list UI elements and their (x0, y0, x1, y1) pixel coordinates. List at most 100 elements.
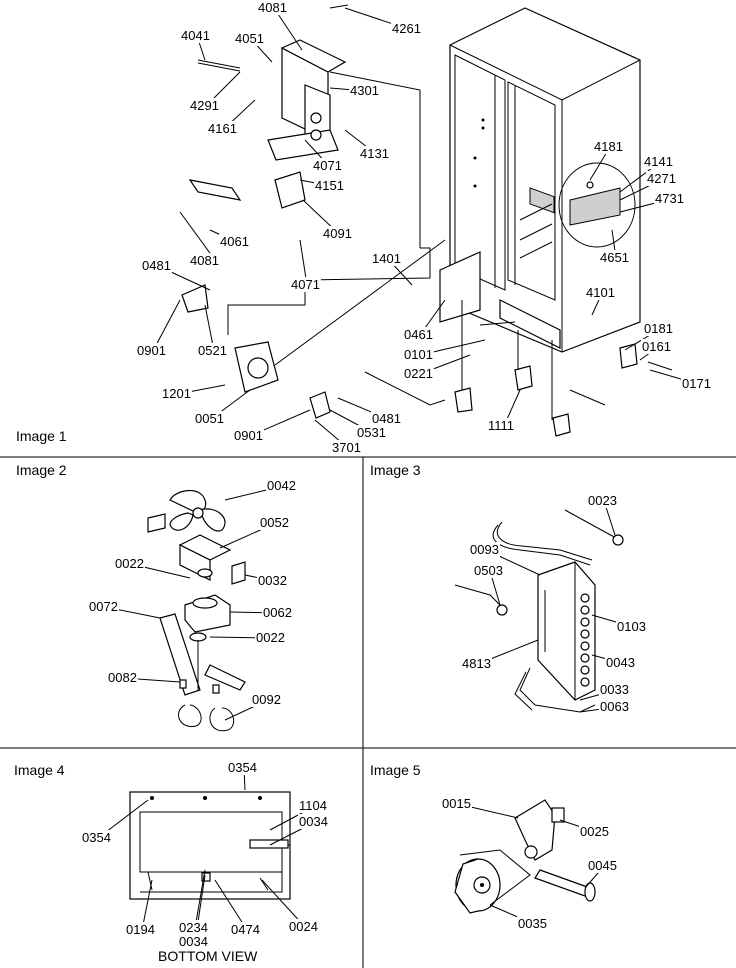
leader-line (141, 879, 153, 931)
label-halo (290, 277, 321, 292)
callout-label: 1401 (372, 251, 401, 266)
label-halo (643, 154, 674, 169)
callout-label: 4051 (235, 31, 264, 46)
callout-label: 0051 (195, 411, 224, 426)
callout-label: 1104 (299, 798, 327, 813)
callout-label: 0234 (179, 920, 208, 935)
callout-label: 4271 (647, 171, 676, 186)
label-halo (616, 619, 647, 634)
fan-shroud-clip (147, 513, 166, 533)
label-halo (257, 0, 288, 15)
label-halo (114, 556, 145, 571)
callout-label: 0034 (179, 934, 208, 949)
label-halo (227, 760, 258, 775)
callout-label: 4081 (190, 253, 219, 268)
label-halo (262, 605, 293, 620)
label-halo (599, 682, 630, 697)
label-halo (259, 515, 290, 530)
bottom-view-caption: BOTTOM VIEW (158, 948, 258, 964)
label-halo (587, 493, 618, 508)
callout-label: 0181 (644, 321, 673, 336)
callout-label: 4101 (586, 285, 615, 300)
label-halo (469, 542, 500, 557)
label-halo (314, 178, 345, 193)
callout-label: 4071 (291, 277, 320, 292)
label-halo (641, 339, 672, 354)
callout-label: 0022 (115, 556, 144, 571)
callout-label: 4071 (313, 158, 342, 173)
callout-label: 3701 (332, 440, 361, 455)
label-halo (161, 386, 192, 401)
roller-bracket (514, 799, 565, 861)
label-halo (88, 599, 119, 614)
axle-pin (534, 869, 596, 902)
label-halo (298, 814, 329, 829)
callout-label: 0093 (470, 542, 499, 557)
callout-label: 0503 (474, 563, 503, 578)
label-halo (81, 830, 112, 845)
label-halo (391, 21, 422, 36)
callout-label: 0092 (252, 692, 281, 707)
label-halo (585, 285, 616, 300)
leader-line (194, 869, 206, 929)
label-halo (257, 573, 288, 588)
callout-label: 0521 (198, 343, 227, 358)
callout-label: 0901 (234, 428, 263, 443)
callout-label: 0024 (289, 919, 318, 934)
callout-label: 0161 (642, 339, 671, 354)
label-halo (356, 425, 387, 440)
callout-label: 0045 (588, 858, 617, 873)
label-halo (517, 916, 548, 931)
label-halo (178, 920, 209, 935)
cabinet-bottom-view (129, 791, 291, 900)
label-halo (359, 146, 390, 161)
callout-label: 0531 (357, 425, 386, 440)
roller-guide (459, 849, 531, 906)
refrigerator-cabinet (439, 7, 641, 420)
label-halo (312, 158, 343, 173)
defrost-heater-wire (454, 509, 624, 616)
callout-label: 1111 (488, 418, 514, 433)
callout-label: 0461 (404, 327, 433, 342)
panel-image-3: Image 3 (370, 462, 624, 713)
label-halo (180, 28, 211, 43)
callout-label: 0354 (82, 830, 111, 845)
label-halo (654, 191, 685, 206)
callout-label: 0034 (299, 814, 328, 829)
callout-label: 0901 (137, 343, 166, 358)
fan-blade (169, 490, 226, 532)
panel-title: Image 5 (370, 762, 421, 778)
callout-label: 4181 (594, 139, 623, 154)
label-halo (178, 934, 209, 949)
label-halo (251, 692, 282, 707)
label-halo (233, 428, 264, 443)
label-halo (349, 83, 380, 98)
callout-label: 4813 (462, 656, 491, 671)
panel-image-1: Image 1 (16, 4, 673, 444)
label-halo (266, 478, 297, 493)
callout-label: 4041 (181, 28, 210, 43)
label-halo (681, 376, 712, 391)
label-halo (331, 440, 362, 455)
label-halo (473, 563, 504, 578)
label-halo (298, 798, 328, 813)
label-halo (579, 824, 610, 839)
leader-line (214, 879, 248, 931)
label-halo (403, 327, 434, 342)
label-halo (461, 656, 492, 671)
callout-label: 0062 (263, 605, 292, 620)
panel-dividers (0, 456, 736, 968)
label-halo (403, 366, 434, 381)
callout-label: 4061 (220, 234, 249, 249)
label-halo (207, 121, 238, 136)
callout-label: 4731 (655, 191, 684, 206)
callout-label: 0354 (228, 760, 257, 775)
callout-label: 0023 (588, 493, 617, 508)
callout-label: 0194 (126, 922, 155, 937)
callout-label: 4301 (350, 83, 379, 98)
label-halo (487, 418, 516, 433)
callout-label: 0171 (682, 376, 711, 391)
coil-fins (580, 593, 590, 687)
label-halo (599, 699, 630, 714)
fan-motor-bracket (197, 4, 349, 209)
